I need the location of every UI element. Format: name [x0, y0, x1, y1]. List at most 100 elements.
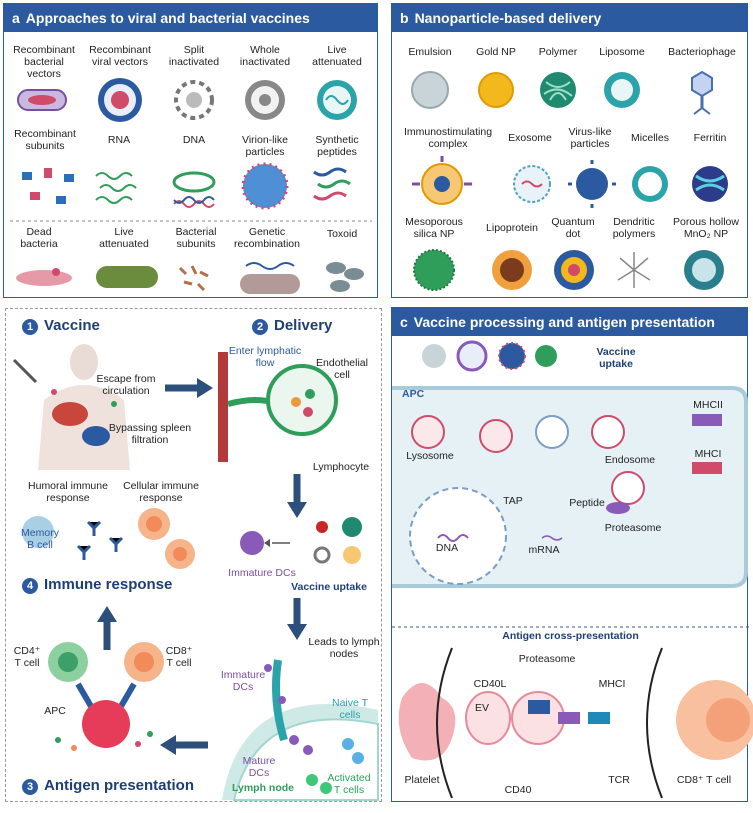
step4-number: 4: [22, 578, 38, 594]
arrow-presentation-up: [97, 606, 117, 650]
cross-presentation-title: Antigen cross-presentation: [502, 630, 639, 642]
escape-circulation-label: Escape from circulation: [96, 373, 156, 397]
memory-b-cell-label: Memory B cell: [21, 527, 59, 551]
label-dead-bacteria: Dead bacteria: [20, 226, 58, 250]
c-platelet-label: Platelet: [404, 774, 440, 786]
immune-response-cells: [22, 508, 195, 569]
step3-title: Antigen presentation: [44, 777, 195, 794]
cd8-t-cell-label: CD8⁺ T cell: [165, 645, 193, 669]
lipoprotein-icon: [492, 250, 532, 290]
step1-title: Vaccine: [44, 317, 100, 334]
b-row3-icons: [413, 249, 724, 291]
vaccine-uptake-label: Vaccine uptake: [291, 581, 367, 593]
step2-number: 2: [252, 319, 268, 335]
step2-title: Delivery: [274, 317, 333, 334]
dendritic-polymer-icon: [617, 252, 651, 288]
uptake-particles: [422, 340, 557, 372]
activated-t-cells-label: Activated T cells: [327, 772, 371, 796]
ferritin-icon: [692, 166, 728, 202]
row3-icons: [16, 262, 364, 294]
c-cd40-label: CD40: [504, 784, 532, 796]
lysosome-icon: [411, 415, 445, 449]
mesoporous-silica-icon: [413, 249, 455, 291]
label-quantum-dot: Quantum dot: [551, 216, 595, 240]
genetic-recombination-icon: [240, 262, 300, 294]
cellular-response-label: Cellular immune response: [123, 480, 199, 504]
c-mhci-label: MHCI: [694, 448, 722, 460]
label-live-attenuated-bacteria: Live attenuated: [99, 226, 149, 250]
label-lipoprotein: Lipoprotein: [486, 222, 538, 234]
label-dendritic-polymers: Dendritic polymers: [612, 216, 656, 240]
lymph-node-label: Lymph node: [231, 782, 295, 794]
synthetic-peptides-icon: [313, 167, 351, 201]
label-recombinant-subunits: Recombinant subunits: [14, 128, 76, 152]
c-cd8-t-cell-label: CD8⁺ T cell: [676, 774, 732, 786]
label-emulsion: Emulsion: [408, 46, 452, 58]
live-bacteria-icon: [96, 266, 158, 288]
row1-icons: [17, 78, 357, 122]
gold-np-icon: [478, 72, 514, 108]
left-workflow-box: [5, 308, 382, 802]
c-cd40l-label: CD40L: [473, 678, 507, 690]
dead-bacteria-icon: [16, 268, 72, 286]
lymphatic-illustration: [218, 352, 338, 462]
cd4-t-cell-label: CD4⁺ T cell: [13, 645, 41, 669]
immunostimulating-complex-icon: [412, 156, 472, 205]
naive-t-cells-label: Naive T cells: [332, 697, 368, 721]
label-polymer: Polymer: [538, 46, 578, 58]
virus-like-particle-icon: [568, 160, 616, 208]
label-gold-np: Gold NP: [476, 46, 516, 58]
b-row2-icons: [412, 156, 728, 208]
porous-hollow-mno2-icon: [684, 250, 724, 290]
subunits-icon: [22, 168, 74, 204]
humoral-response-label: Humoral immune response: [28, 480, 108, 504]
row2-icons: [22, 162, 351, 210]
c-mrna-label: mRNA: [528, 544, 560, 556]
step3-number: 3: [22, 779, 38, 795]
viral-vector-icon: [98, 78, 142, 122]
dna-icon: [172, 171, 216, 208]
label-virus-like-particles: Virus-like particles: [568, 126, 612, 150]
arrow-delivery-down: [287, 474, 307, 518]
c-mhcii-label: MHCII: [693, 399, 723, 411]
bacterial-subunits-icon: [178, 265, 209, 292]
antigen-presentation-illustration: [48, 642, 164, 751]
label-whole-inactivated: Whole inactivated: [239, 44, 291, 68]
polymer-icon: [540, 72, 576, 108]
virion-like-particle-icon: [241, 162, 289, 210]
label-dna: DNA: [182, 134, 206, 146]
arrow-lymph-to-presentation: [160, 735, 208, 755]
mature-dcs-label: Mature DCs: [242, 755, 276, 779]
label-rna: RNA: [107, 134, 131, 146]
label-immunostimulating-complex: Immunostimulating complex: [403, 126, 493, 150]
c-endosome-label: Endosome: [604, 454, 656, 466]
arrow-uptake-down: [287, 598, 307, 640]
c-vaccine-uptake-label: Vaccine uptake: [596, 346, 636, 370]
quantum-dot-icon: [554, 250, 594, 290]
cross-presentation-illustration: [398, 647, 753, 799]
label-split-inactivated: Split inactivated: [168, 44, 220, 68]
emulsion-icon: [411, 71, 449, 109]
label-recombinant-viral-vectors: Recombinant viral vectors: [89, 44, 151, 68]
step4-title: Immune response: [44, 576, 173, 593]
endosome-icon: [611, 471, 645, 505]
exosome-icon: [513, 165, 551, 203]
lymphocyte-label: Lymphocyte: [312, 461, 370, 473]
label-exosome: Exosome: [508, 132, 552, 144]
rna-icon: [95, 172, 137, 204]
bacteriophage-icon: [691, 70, 713, 115]
split-inactivated-icon: [174, 80, 214, 120]
step1-number: 1: [22, 319, 38, 335]
c-cross-proteasome-label: Proteasome: [518, 653, 576, 665]
toxoid-icon: [326, 262, 364, 292]
enter-lymphatic-label: Enter lymphatic flow: [228, 345, 302, 369]
label-ferritin: Ferritin: [693, 132, 727, 144]
endothelial-cell-label: Endothelial cell: [316, 357, 368, 381]
c-proteasome-label: Proteasome: [604, 522, 662, 534]
live-attenuated-virus-icon: [317, 80, 357, 120]
b-row1-icons: [411, 70, 713, 115]
